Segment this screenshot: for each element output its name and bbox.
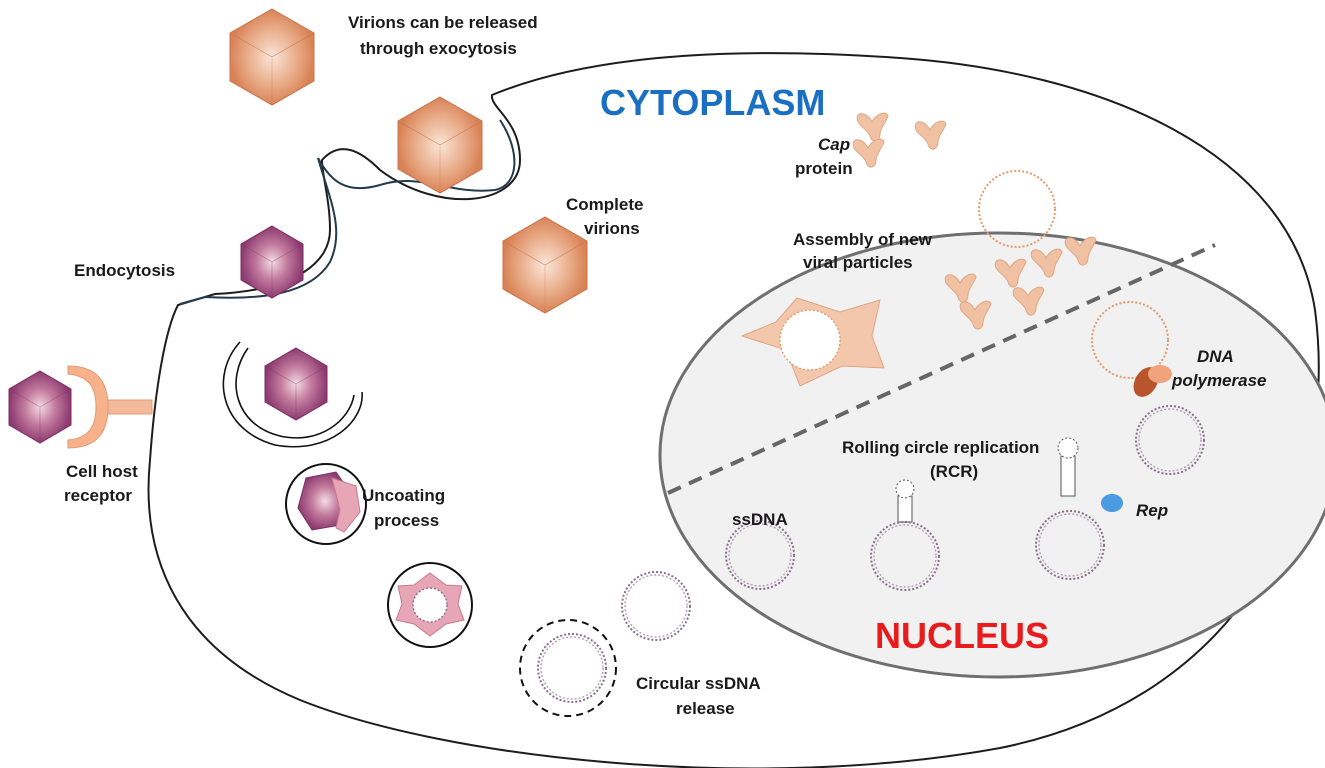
bound-virion-icon: [8, 370, 72, 444]
label-complete-line2: virions: [584, 219, 640, 238]
release-vesicle-dashed: [519, 619, 617, 717]
nucleus-divider: [667, 243, 1216, 495]
uncoating-opened-capsid-icon: [331, 477, 361, 533]
rcr-loop-2: [1057, 437, 1079, 459]
label-dnapol-line2: polymerase: [1171, 371, 1267, 390]
label-rcr-line2: (RCR): [930, 462, 978, 481]
label-assembly-line2: viral particles: [803, 253, 913, 272]
label-complete-line1: Complete: [566, 195, 643, 214]
label-ssdna: ssDNA: [732, 510, 788, 529]
label-cap-line1: Cap: [818, 135, 850, 154]
cell-host-receptor-cup: [67, 365, 109, 449]
dna-polymerase-light-icon: [1148, 365, 1172, 383]
rcr-stem-loop-2: [1060, 455, 1076, 497]
released-virion-icon: [229, 8, 315, 106]
assembly-orange-ring: [978, 170, 1056, 248]
label-rcr-line1: Rolling circle replication: [842, 438, 1039, 457]
label-dnapol-line1: DNA: [1197, 347, 1234, 366]
rcr-stem-loop-1: [897, 495, 913, 523]
rep-protein-icon: [1101, 494, 1123, 512]
label-assembly-line1: Assembly of new: [793, 230, 933, 249]
rcr-loop-1: [895, 479, 915, 499]
label-nucleus: NUCLEUS: [875, 615, 1049, 656]
assembling-capsid-genome-ring: [779, 309, 841, 371]
label-uncoating-line2: process: [374, 511, 439, 530]
label-receptor-line2: receptor: [64, 486, 132, 505]
endocytosis-pocket: [179, 157, 338, 305]
label-exocytosis-line2: through exocytosis: [360, 39, 517, 58]
label-endocytosis: Endocytosis: [74, 261, 175, 280]
label-release-line1: Circular ssDNA: [636, 674, 761, 693]
capsid-genome-ring: [412, 587, 448, 623]
label-rep: Rep: [1136, 501, 1168, 520]
endosome-vesicle-inner: [235, 347, 355, 439]
label-cap-line2: protein: [795, 159, 853, 178]
exocytosing-virion-icon: [397, 96, 483, 194]
label-release-line2: release: [676, 699, 735, 718]
label-cytoplasm: CYTOPLASM: [600, 82, 825, 123]
endosome-vesicle-outer: [222, 341, 363, 448]
label-exocytosis-line1: Virions can be released: [348, 13, 538, 32]
polymerase-orange-ring: [1091, 301, 1169, 379]
label-receptor-line1: Cell host: [66, 462, 138, 481]
label-uncoating-line1: Uncoating: [362, 486, 445, 505]
